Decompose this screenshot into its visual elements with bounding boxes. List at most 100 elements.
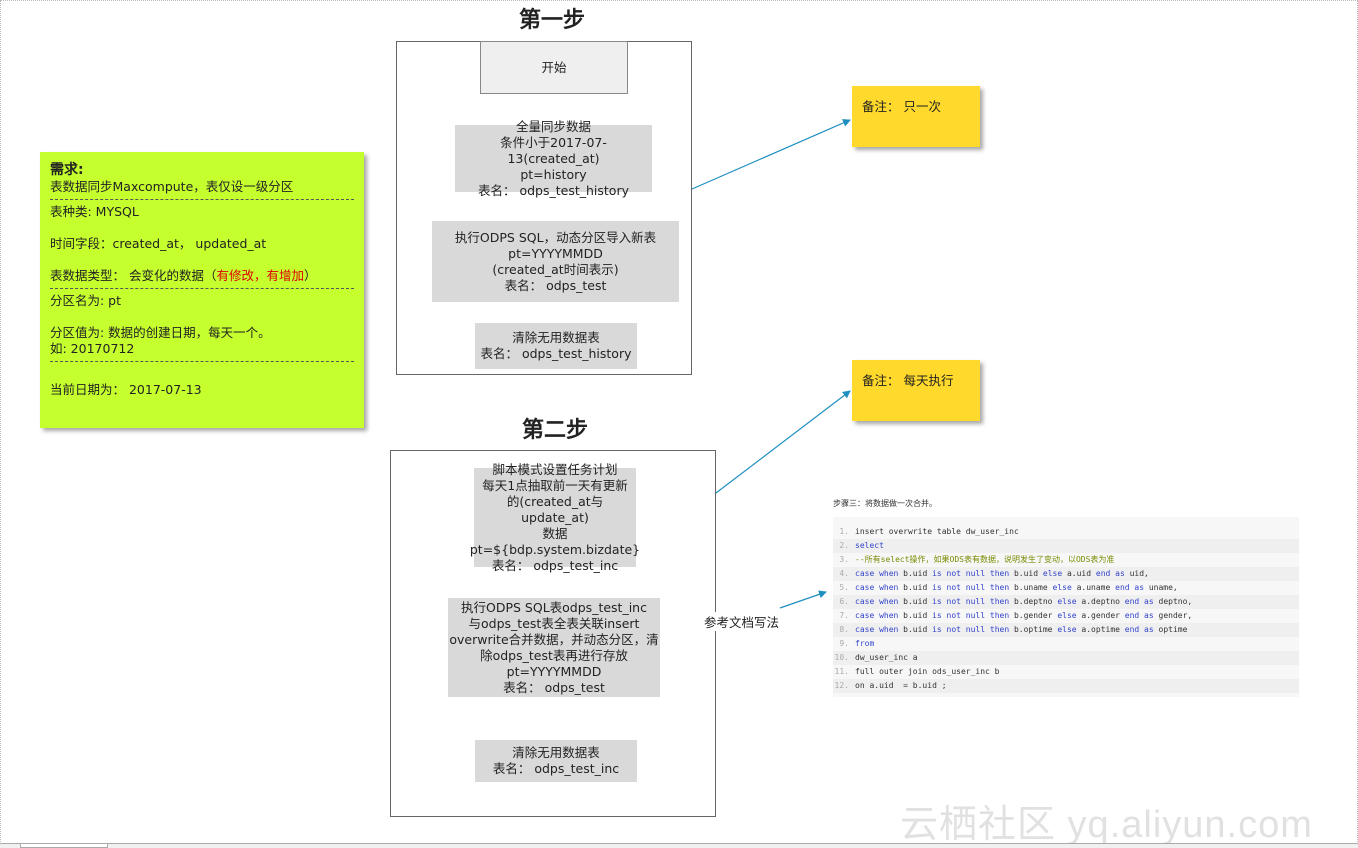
- node-line: 表名： odps_test: [504, 277, 607, 293]
- node-line: pt=YYYYMMDD: [506, 663, 602, 679]
- step2-schedule-node: 脚本模式设置任务计划 每天1点抽取前一天有更新 的(created_at与upd…: [470, 462, 640, 573]
- node-line: 全量同步数据: [515, 118, 591, 134]
- reference-label: 参考文档写法: [704, 612, 780, 631]
- code-line: 1. insert overwrite table dw_user_inc: [833, 525, 1299, 539]
- code-token: case when: [855, 597, 904, 606]
- code-token: b.uid: [1013, 569, 1043, 578]
- line-number: 9.: [839, 639, 849, 648]
- current-date: 当前日期为： 2017-07-13: [50, 382, 202, 397]
- code-token: deptno,: [1158, 597, 1193, 606]
- code-line: 8.case when b.uid is not null then b.opt…: [833, 623, 1299, 637]
- code-token: a.uname: [1076, 583, 1116, 592]
- note-daily-text: 备注： 每天执行: [862, 373, 954, 388]
- code-token: b.uid: [903, 569, 933, 578]
- code-line: 12.on a.uid = b.uid ;: [833, 679, 1299, 693]
- code-token: insert overwrite table dw_user_inc: [855, 527, 1019, 536]
- code-line: 10. dw_user_inc a: [833, 651, 1299, 665]
- step1-frame: [396, 41, 692, 375]
- note-once-text: 备注： 只一次: [862, 99, 941, 114]
- line-number: 2.: [839, 541, 849, 550]
- node-line: 的(created_at与update_at): [506, 493, 604, 525]
- arrow-step2-to-reference-part2: [779, 590, 827, 609]
- code-token: b.uid: [903, 597, 933, 606]
- code-token: b.optime: [1013, 625, 1058, 634]
- code-token: a.gender: [1081, 611, 1125, 620]
- node-line: pt=${bdp.system.bizdate}: [469, 541, 641, 557]
- code-line: 9.from: [833, 637, 1299, 651]
- code-token: b.uid: [903, 583, 933, 592]
- node-line: 表名： odps_test_history: [480, 346, 632, 361]
- line-number: 11.: [834, 667, 849, 676]
- code-token: end as: [1124, 597, 1159, 606]
- line-number: 1.: [839, 527, 849, 536]
- step2-cleanup-node: 清除无用数据表 表名： odps_test_inc: [475, 740, 637, 782]
- node-line: 执行ODPS SQL，动态分区导入新表: [454, 229, 657, 245]
- node-line: 条件小于2017-07-13(created_at): [500, 134, 607, 166]
- code-token: a.deptno: [1081, 597, 1125, 606]
- db-type: 表种类: MYSQL: [50, 204, 139, 219]
- sheet-tab[interactable]: [20, 844, 108, 848]
- sql-code-block: 1. insert overwrite table dw_user_inc 2.se…: [833, 517, 1299, 697]
- requirements-line: 表数据同步Maxcompute，表仅设一级分区: [50, 179, 294, 194]
- divider: [50, 199, 354, 200]
- code-token: is not null then: [932, 625, 1014, 634]
- node-line: 清除无用数据表: [512, 330, 600, 345]
- data-type-highlight: 有修改，有增加: [216, 268, 304, 283]
- node-line: pt=history: [520, 166, 587, 182]
- code-token: is not null then: [932, 597, 1014, 606]
- node-line: 表名： odps_test_history: [477, 182, 629, 198]
- code-token: full outer join ods_user_inc b: [855, 667, 1000, 676]
- note-daily: 备注： 每天执行: [852, 360, 980, 421]
- code-line: 4.case when b.uid is not null then b.uid…: [833, 567, 1299, 581]
- code-token: case when: [855, 583, 904, 592]
- line-number: 8.: [839, 625, 849, 634]
- code-line: 3. --所有select操作，如果ODS表有数据，说明发生了变动，以ODS表为准: [833, 553, 1299, 567]
- node-line: 脚本模式设置任务计划: [492, 461, 618, 477]
- code-line: 2.select: [833, 539, 1299, 553]
- code-token: b.uid: [903, 625, 933, 634]
- node-line: (created_at时间表示): [492, 261, 619, 277]
- code-token: else: [1057, 625, 1082, 634]
- code-token: --所有select操作，如果ODS表有数据，说明发生了变动，以ODS表为准: [855, 555, 1115, 564]
- data-type-prefix: 表数据类型： 会变化的数据（: [50, 268, 217, 283]
- node-line: 清除无用数据表: [512, 745, 600, 760]
- code-token: optime: [1158, 625, 1188, 634]
- note-once: 备注： 只一次: [852, 86, 980, 147]
- code-token: uid,: [1129, 569, 1149, 578]
- code-token: is not null then: [932, 611, 1014, 620]
- code-token: else: [1057, 611, 1082, 620]
- node-line: pt=YYYYMMDD: [508, 245, 603, 261]
- code-token: dw_user_inc a: [855, 653, 918, 662]
- data-type-suffix: ）: [304, 268, 317, 283]
- partition-example: 如: 20170712: [50, 341, 135, 356]
- code-token: else: [1057, 597, 1082, 606]
- step1-full-sync-node: 全量同步数据 条件小于2017-07-13(created_at) pt=his…: [455, 119, 652, 198]
- code-line: 6.case when b.uid is not null then b.dep…: [833, 595, 1299, 609]
- code-token: end as: [1124, 625, 1159, 634]
- step1-cleanup-node: 清除无用数据表 表名： odps_test_history: [475, 323, 637, 369]
- line-number: 10.: [834, 653, 849, 662]
- code-line: 7.case when b.uid is not null then b.gen…: [833, 609, 1299, 623]
- divider: [50, 288, 354, 289]
- line-number: 3.: [839, 555, 849, 564]
- step2-heading: 第二步: [521, 418, 588, 443]
- code-token: a.uid: [1066, 569, 1096, 578]
- partition-value: 分区值为: 数据的创建日期，每天一个。: [50, 325, 271, 340]
- code-token: else: [1052, 583, 1077, 592]
- line-number: 7.: [839, 611, 849, 620]
- node-line: 数据: [542, 525, 568, 541]
- requirements-title: 需求:: [50, 162, 84, 178]
- node-line: 表名： odps_test_inc: [492, 761, 620, 776]
- node-line: overwrite合并数据，并动态分区，清: [449, 631, 659, 647]
- node-line: 表名： odps_test_inc: [491, 557, 619, 573]
- arrow-step1-to-note1: [691, 119, 851, 190]
- arrow-step2-to-note2: [711, 390, 851, 497]
- bottom-scrollbar[interactable]: [0, 843, 1358, 848]
- code-token: case when: [855, 569, 904, 578]
- code-token: is not null then: [932, 569, 1014, 578]
- watermark: 云栖社区 yq.aliyun.com: [900, 804, 1313, 846]
- code-token: end as: [1115, 583, 1149, 592]
- code-token: b.gender: [1013, 611, 1058, 620]
- step3-title: 步骤三：将数据做一次合并。: [833, 499, 937, 508]
- start-label: 开始: [541, 59, 567, 75]
